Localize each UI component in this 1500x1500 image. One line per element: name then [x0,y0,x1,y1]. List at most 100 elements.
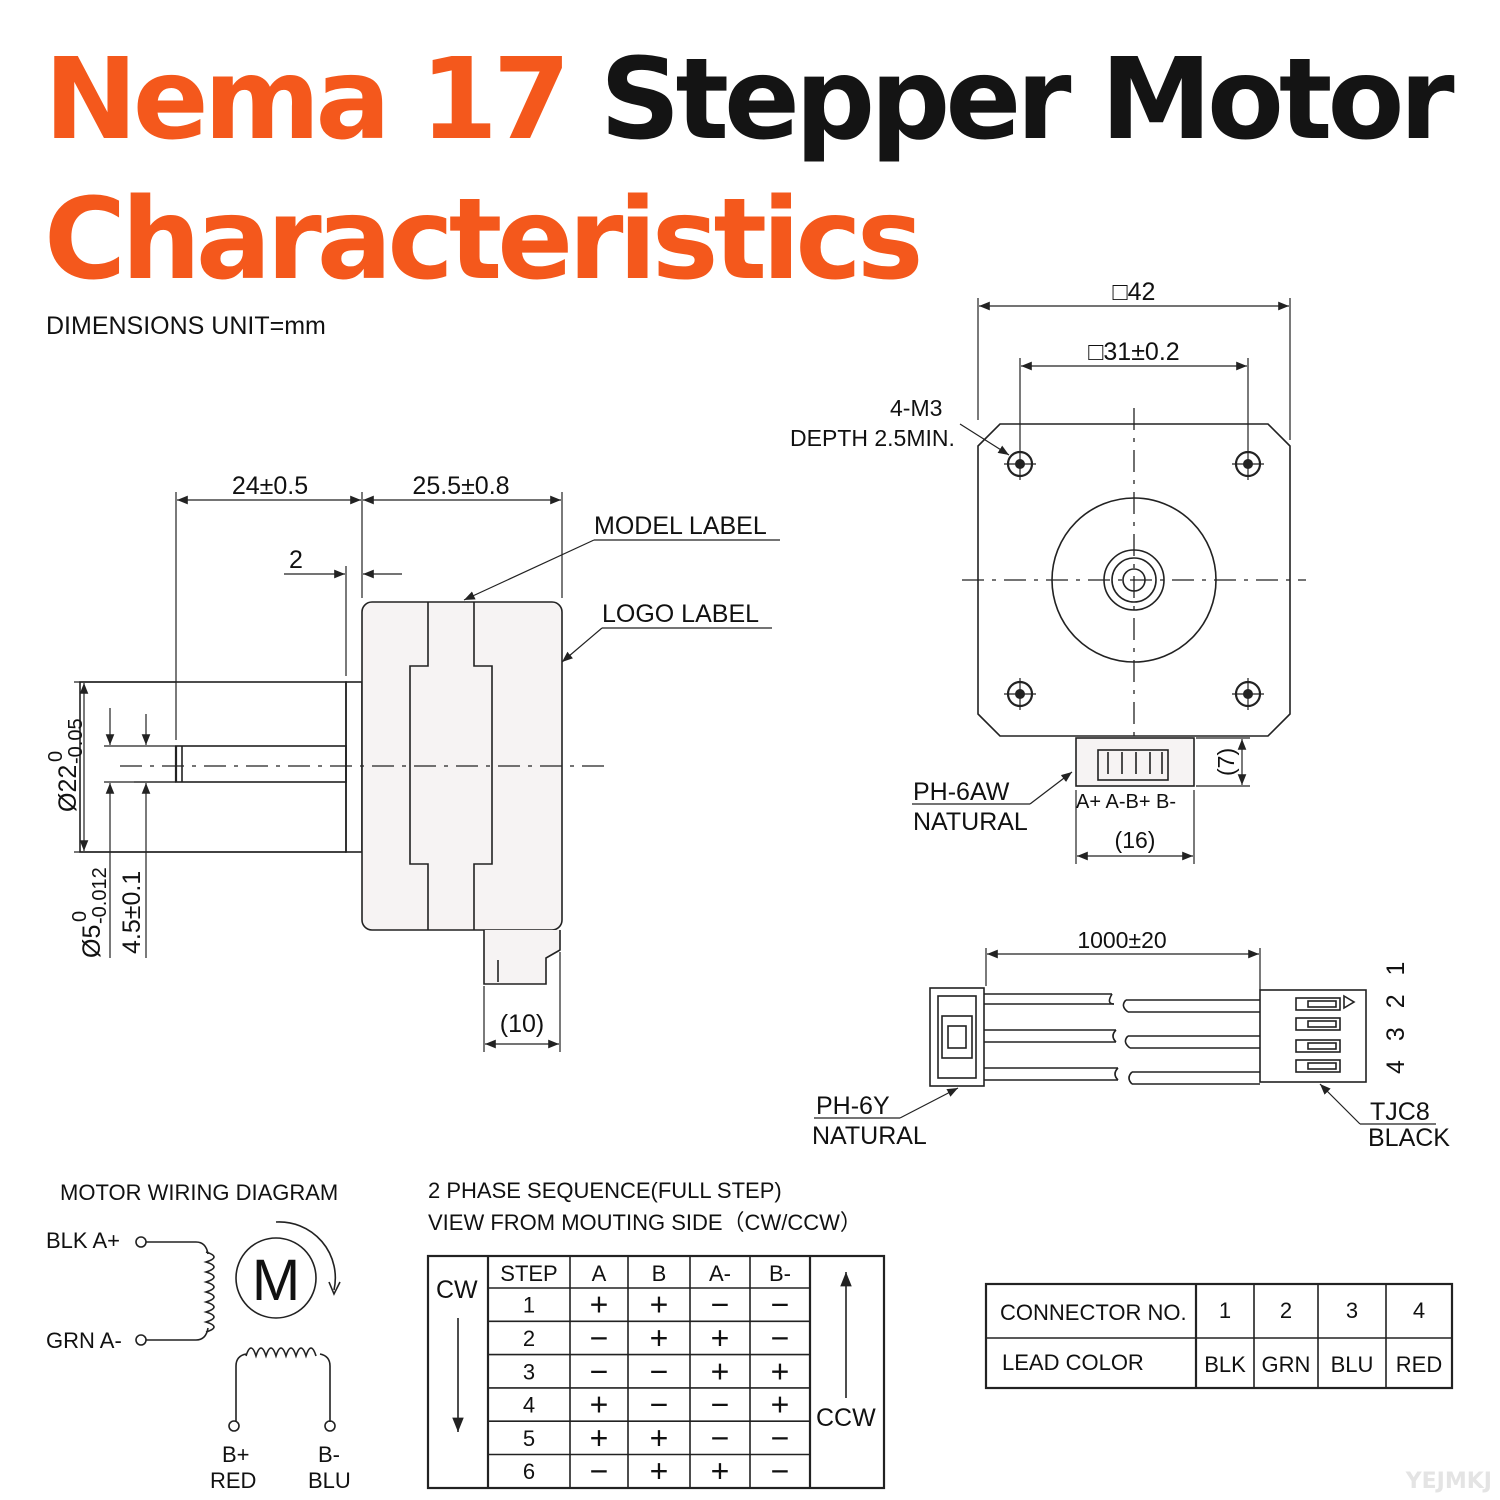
coil-b-icon [245,1347,317,1359]
wire-blk-label: BLK A+ [46,1228,120,1253]
sequence-cell: − [771,1453,790,1489]
dim-flange-length: 24±0.5 [232,472,308,500]
sequence-step: 5 [523,1426,535,1451]
connector-number: 2 [1280,1298,1292,1323]
motor-letter: M [252,1248,300,1313]
svg-text:-0.012: -0.012 [89,867,111,924]
sequence-header-1: A [592,1261,607,1286]
hole-note-2: DEPTH 2.5MIN. [790,425,955,451]
label-logo: LOGO LABEL [602,600,759,628]
dim-shaft-diameter: Ø5 0 -0.012 [69,867,111,958]
connector-number: 3 [1346,1298,1358,1323]
label-model: MODEL LABEL [594,512,767,540]
right-connector-type: TJC8 [1370,1098,1430,1126]
sequence-step: 3 [523,1359,535,1384]
sequence-cell: + [650,1320,669,1356]
connector-type: PH-6AW [913,778,1010,806]
sequence-step: 2 [523,1326,535,1351]
sequence-cell: − [711,1420,730,1456]
cable-connector-left [929,987,985,1087]
title-model: Nema 17 [44,35,571,165]
sequence-cell: + [590,1287,609,1323]
sequence-cell: − [711,1287,730,1323]
sequence-cell: + [590,1420,609,1456]
lead-color: BLK [1204,1352,1246,1377]
sequence-cell: + [650,1420,669,1456]
connector-color: NATURAL [913,808,1028,836]
wire-grn-label: GRN A- [46,1328,122,1353]
sequence-cell: + [771,1353,790,1389]
dim-connector-height: (7) [1213,748,1239,776]
wiring-diagram: MOTOR WIRING DIAGRAM BLK A+ GRN A- M B+ … [46,1180,351,1493]
wires [984,993,1260,1085]
rotation-arrow-icon [328,1281,341,1296]
sequence-cell: − [771,1320,790,1356]
pin-labels: A+ A-B+ B- [1076,791,1176,813]
sequence-title-2: VIEW FROM MOUTING SIDE（CW/CCW） [428,1210,862,1235]
shaft [175,745,347,783]
motor-symbol-icon [235,1237,317,1319]
cable-connector-right [1259,989,1367,1083]
sequence-step: 1 [523,1293,535,1318]
shaft-end [1111,557,1157,603]
connector-number: 1 [1219,1298,1231,1323]
sequence-header-3: A- [709,1261,731,1286]
watermark: YEJMKJ [1405,1469,1492,1494]
wiring-title: MOTOR WIRING DIAGRAM [60,1180,338,1205]
wire-red-label: RED [210,1468,256,1493]
lead-color: BLU [1331,1352,1374,1377]
front-view: □42 □31±0.2 4-M3 DEPTH 2.5MIN. A+ A-B+ B… [790,278,1306,864]
pin-numbers: 4 3 2 1 [1382,956,1410,1074]
dim-hole-pitch: □31±0.2 [1088,338,1179,366]
sequence-cell: + [711,1453,730,1489]
sequence-cell: − [711,1387,730,1423]
wire-b-plus-label: B+ [222,1442,250,1467]
svg-text:0: 0 [45,751,67,762]
front-connector [1075,737,1195,787]
sequence-cell: − [771,1420,790,1456]
dim-boss-diameter: Ø22 0 -0.05 [45,718,87,812]
front-face [977,423,1291,737]
sequence-cell: − [650,1353,669,1389]
stator-outline [409,602,493,930]
dim-outer: □42 [1113,278,1156,306]
boss-outline [79,681,347,853]
sequence-cell: − [590,1353,609,1389]
ccw-label: CCW [816,1404,876,1432]
connector-number: 4 [1413,1298,1425,1323]
sequence-header-0: STEP [500,1261,557,1286]
sequence-cell: + [711,1320,730,1356]
boss [345,681,363,853]
sequence-step: 6 [523,1459,535,1484]
sequence-cell: − [590,1453,609,1489]
sequence-title-1: 2 PHASE SEQUENCE(FULL STEP) [428,1178,782,1203]
sequence-step: 4 [523,1393,535,1418]
svg-text:Ø5: Ø5 [78,925,106,958]
title-product: Stepper Motor [599,35,1455,165]
title-line-2: Characteristics [44,175,923,305]
cw-label: CW [436,1276,478,1304]
sequence-cell: − [650,1387,669,1423]
side-view: 24±0.5 25.5±0.8 2 MODEL LABEL LOGO LABEL… [45,472,780,1052]
mounting-holes [1004,448,1264,710]
svg-text:-0.05: -0.05 [65,718,87,764]
title-line-1: Nema 17 Stepper Motor [44,44,1455,156]
sequence-cell: − [771,1287,790,1323]
dim-connector-width: (16) [1115,827,1156,853]
sequence-header-4: B- [769,1261,791,1286]
right-connector-color: BLACK [1368,1124,1450,1152]
svg-text:Ø22: Ø22 [54,765,82,812]
sequence-header-2: B [652,1261,667,1286]
wire-blu-label: BLU [308,1468,351,1493]
dim-flat: 4.5±0.1 [118,871,146,954]
connector-no-label: CONNECTOR NO. [1000,1300,1187,1325]
dim-boss-depth: 2 [289,546,303,574]
hole-note-1: 4-M3 [890,395,942,421]
cable-length: 1000±20 [1077,927,1166,953]
coil-a-icon [203,1251,215,1333]
left-connector-color: NATURAL [812,1122,927,1150]
left-connector-type: PH-6Y [816,1092,890,1120]
side-connector [483,930,561,985]
